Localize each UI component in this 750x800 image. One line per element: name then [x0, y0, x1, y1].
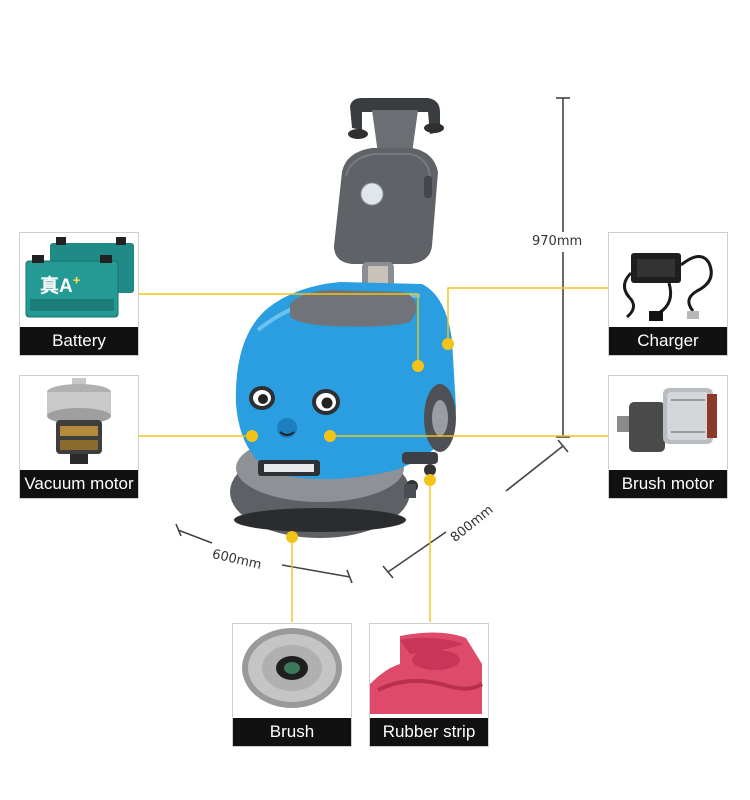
vacuum-motor-callout-dot: [246, 430, 258, 442]
rubber-strip-card: Rubber strip: [369, 623, 489, 747]
rubber-strip-callout-dot: [424, 474, 436, 486]
width-dimension-line: [175, 523, 353, 584]
brush-label: Brush: [233, 718, 351, 746]
charger-label: Charger: [609, 327, 727, 355]
callout-dots: [246, 338, 454, 543]
charger-callout-dot: [442, 338, 454, 350]
vacuum-motor-card: Vacuum motor: [19, 375, 139, 499]
brush-callout-dot: [286, 531, 298, 543]
brush-motor-label: Brush motor: [609, 470, 727, 498]
battery-callout-dot: [412, 360, 424, 372]
battery-label: Battery: [20, 327, 138, 355]
brush-image: [233, 624, 351, 720]
brush-motor-image: [609, 376, 727, 472]
brush-card: Brush: [232, 623, 352, 747]
battery-image: 真A+: [20, 233, 138, 329]
battery-badge: 真A+: [40, 272, 81, 297]
rubber-strip-label: Rubber strip: [370, 718, 488, 746]
brush-motor-card: Brush motor: [608, 375, 728, 499]
battery-card: 真A+ Battery: [19, 232, 139, 356]
vacuum-motor-label: Vacuum motor: [20, 470, 138, 498]
charger-card: Charger: [608, 232, 728, 356]
rubber-strip-image: [370, 624, 488, 720]
depth-dimension-line: [382, 439, 569, 579]
height-dimension-line: [556, 97, 570, 438]
charger-image: [609, 233, 727, 329]
vacuum-motor-image: [20, 376, 138, 472]
height-dimension-label: 970mm: [532, 234, 583, 249]
scrubber-machine: [230, 98, 456, 538]
brush-motor-callout-dot: [324, 430, 336, 442]
callout-lines: [139, 287, 608, 622]
